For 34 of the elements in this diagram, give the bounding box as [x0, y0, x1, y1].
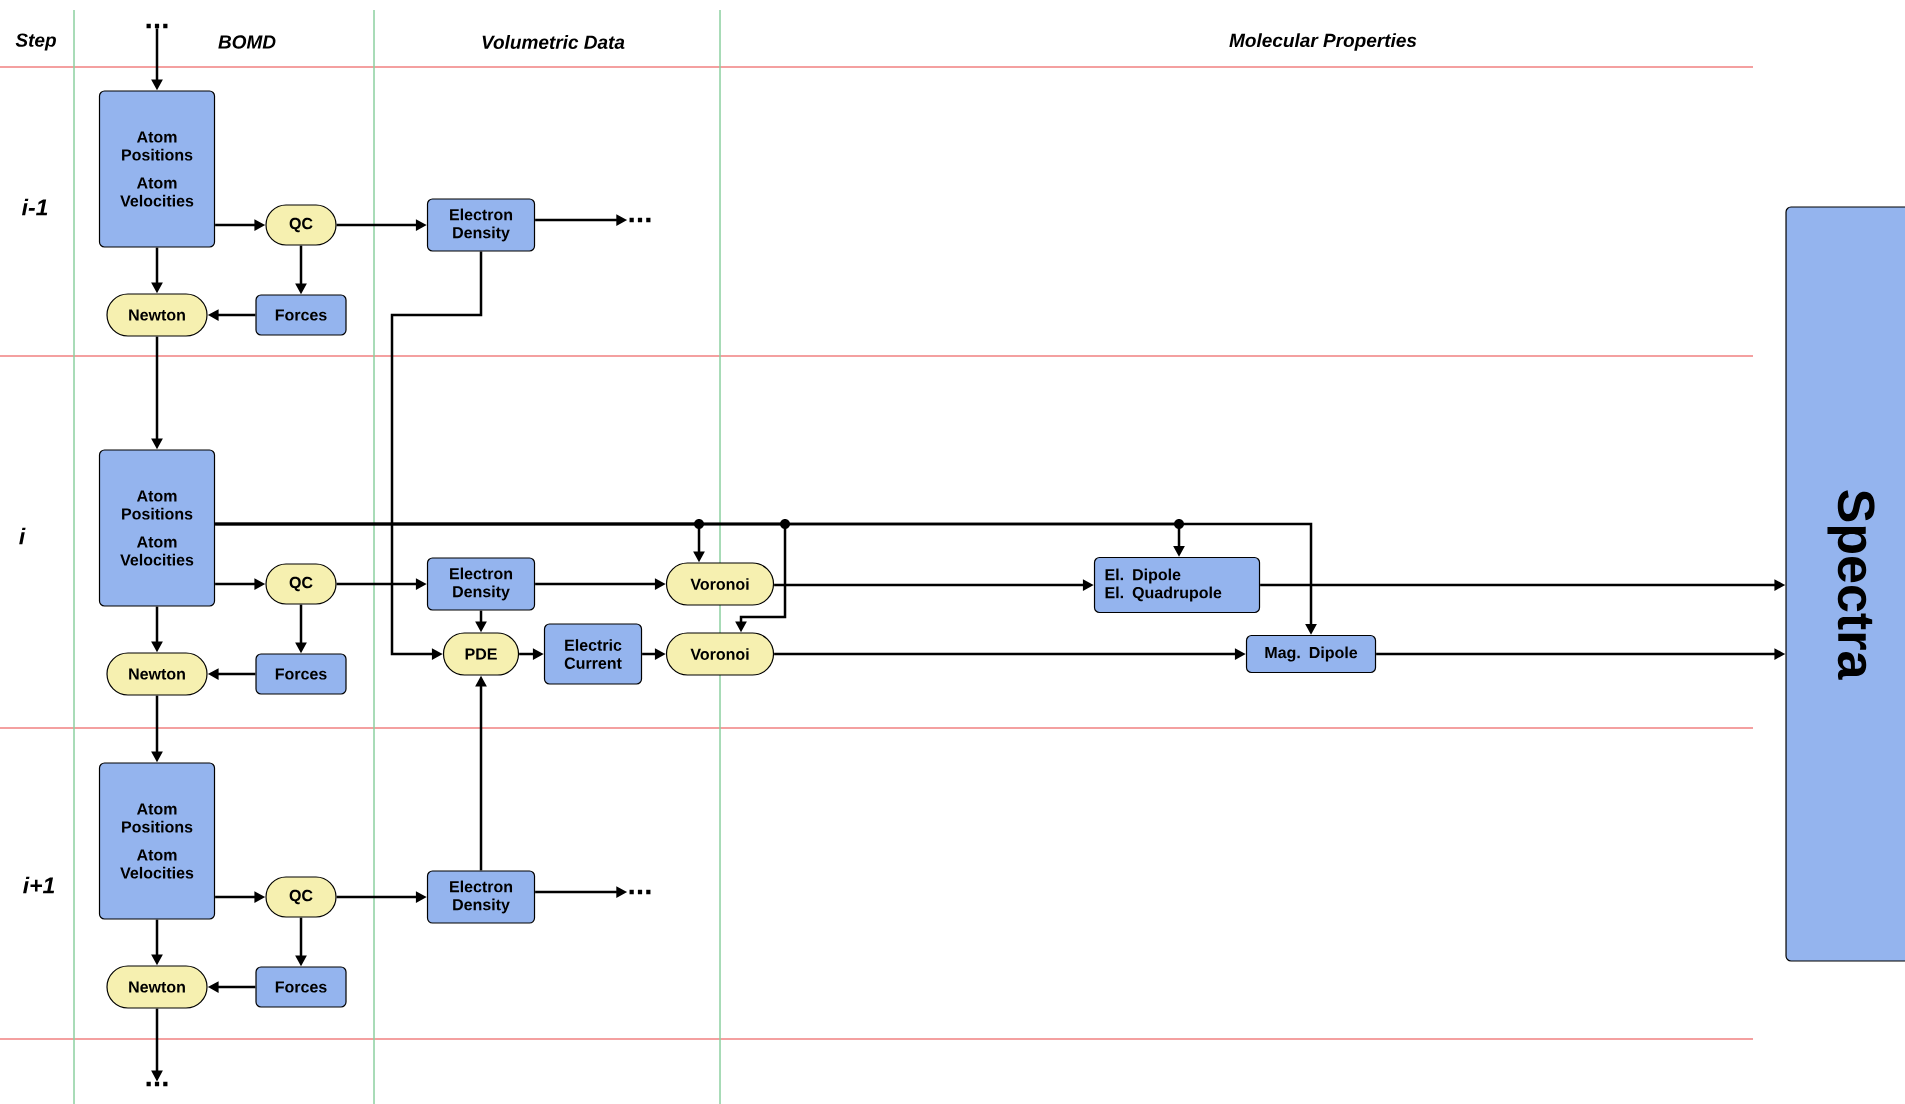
column-header: Step [15, 33, 56, 51]
ellipsis: ... [629, 217, 651, 223]
process-box: Mag. Dipole [1245, 634, 1377, 674]
row-label: i-1 [22, 198, 48, 216]
process-box: Electron Density [426, 198, 536, 252]
process-box: Atom Positions Atom Velocities [98, 762, 216, 920]
process-box: Electric Current [543, 623, 643, 685]
process-box: Forces [255, 294, 347, 336]
process-box: Forces [255, 966, 347, 1008]
process-pill: QC [265, 876, 337, 918]
process-box: Electron Density [426, 870, 536, 924]
process-pill: PDE [442, 632, 520, 676]
ellipsis: ... [146, 23, 168, 29]
process-pill: QC [265, 204, 337, 246]
column-header: Volumetric Data [482, 35, 625, 49]
row-label: i+1 [23, 876, 55, 894]
process-pill: Newton [106, 652, 208, 696]
ellipsis: ... [629, 889, 651, 895]
process-pill: QC [265, 563, 337, 605]
column-header: Molecular Properties [1229, 33, 1417, 51]
process-box: El. Dipole El. Quadrupole [1093, 556, 1261, 614]
row-label: i [19, 527, 26, 545]
process-pill: Newton [106, 293, 208, 337]
process-box: Electron Density [426, 557, 536, 611]
process-box: Forces [255, 653, 347, 695]
process-pill: Voronoi [665, 562, 775, 606]
arrow [390, 251, 483, 660]
process-box: Atom Positions Atom Velocities [98, 449, 216, 607]
column-header: BOMD [218, 35, 276, 49]
process-box: Atom Positions Atom Velocities [98, 90, 216, 248]
ellipsis: ... [146, 1081, 168, 1087]
spectra-bar: Spectra [1785, 206, 1905, 962]
process-pill: Newton [106, 965, 208, 1009]
process-pill: Voronoi [665, 632, 775, 676]
